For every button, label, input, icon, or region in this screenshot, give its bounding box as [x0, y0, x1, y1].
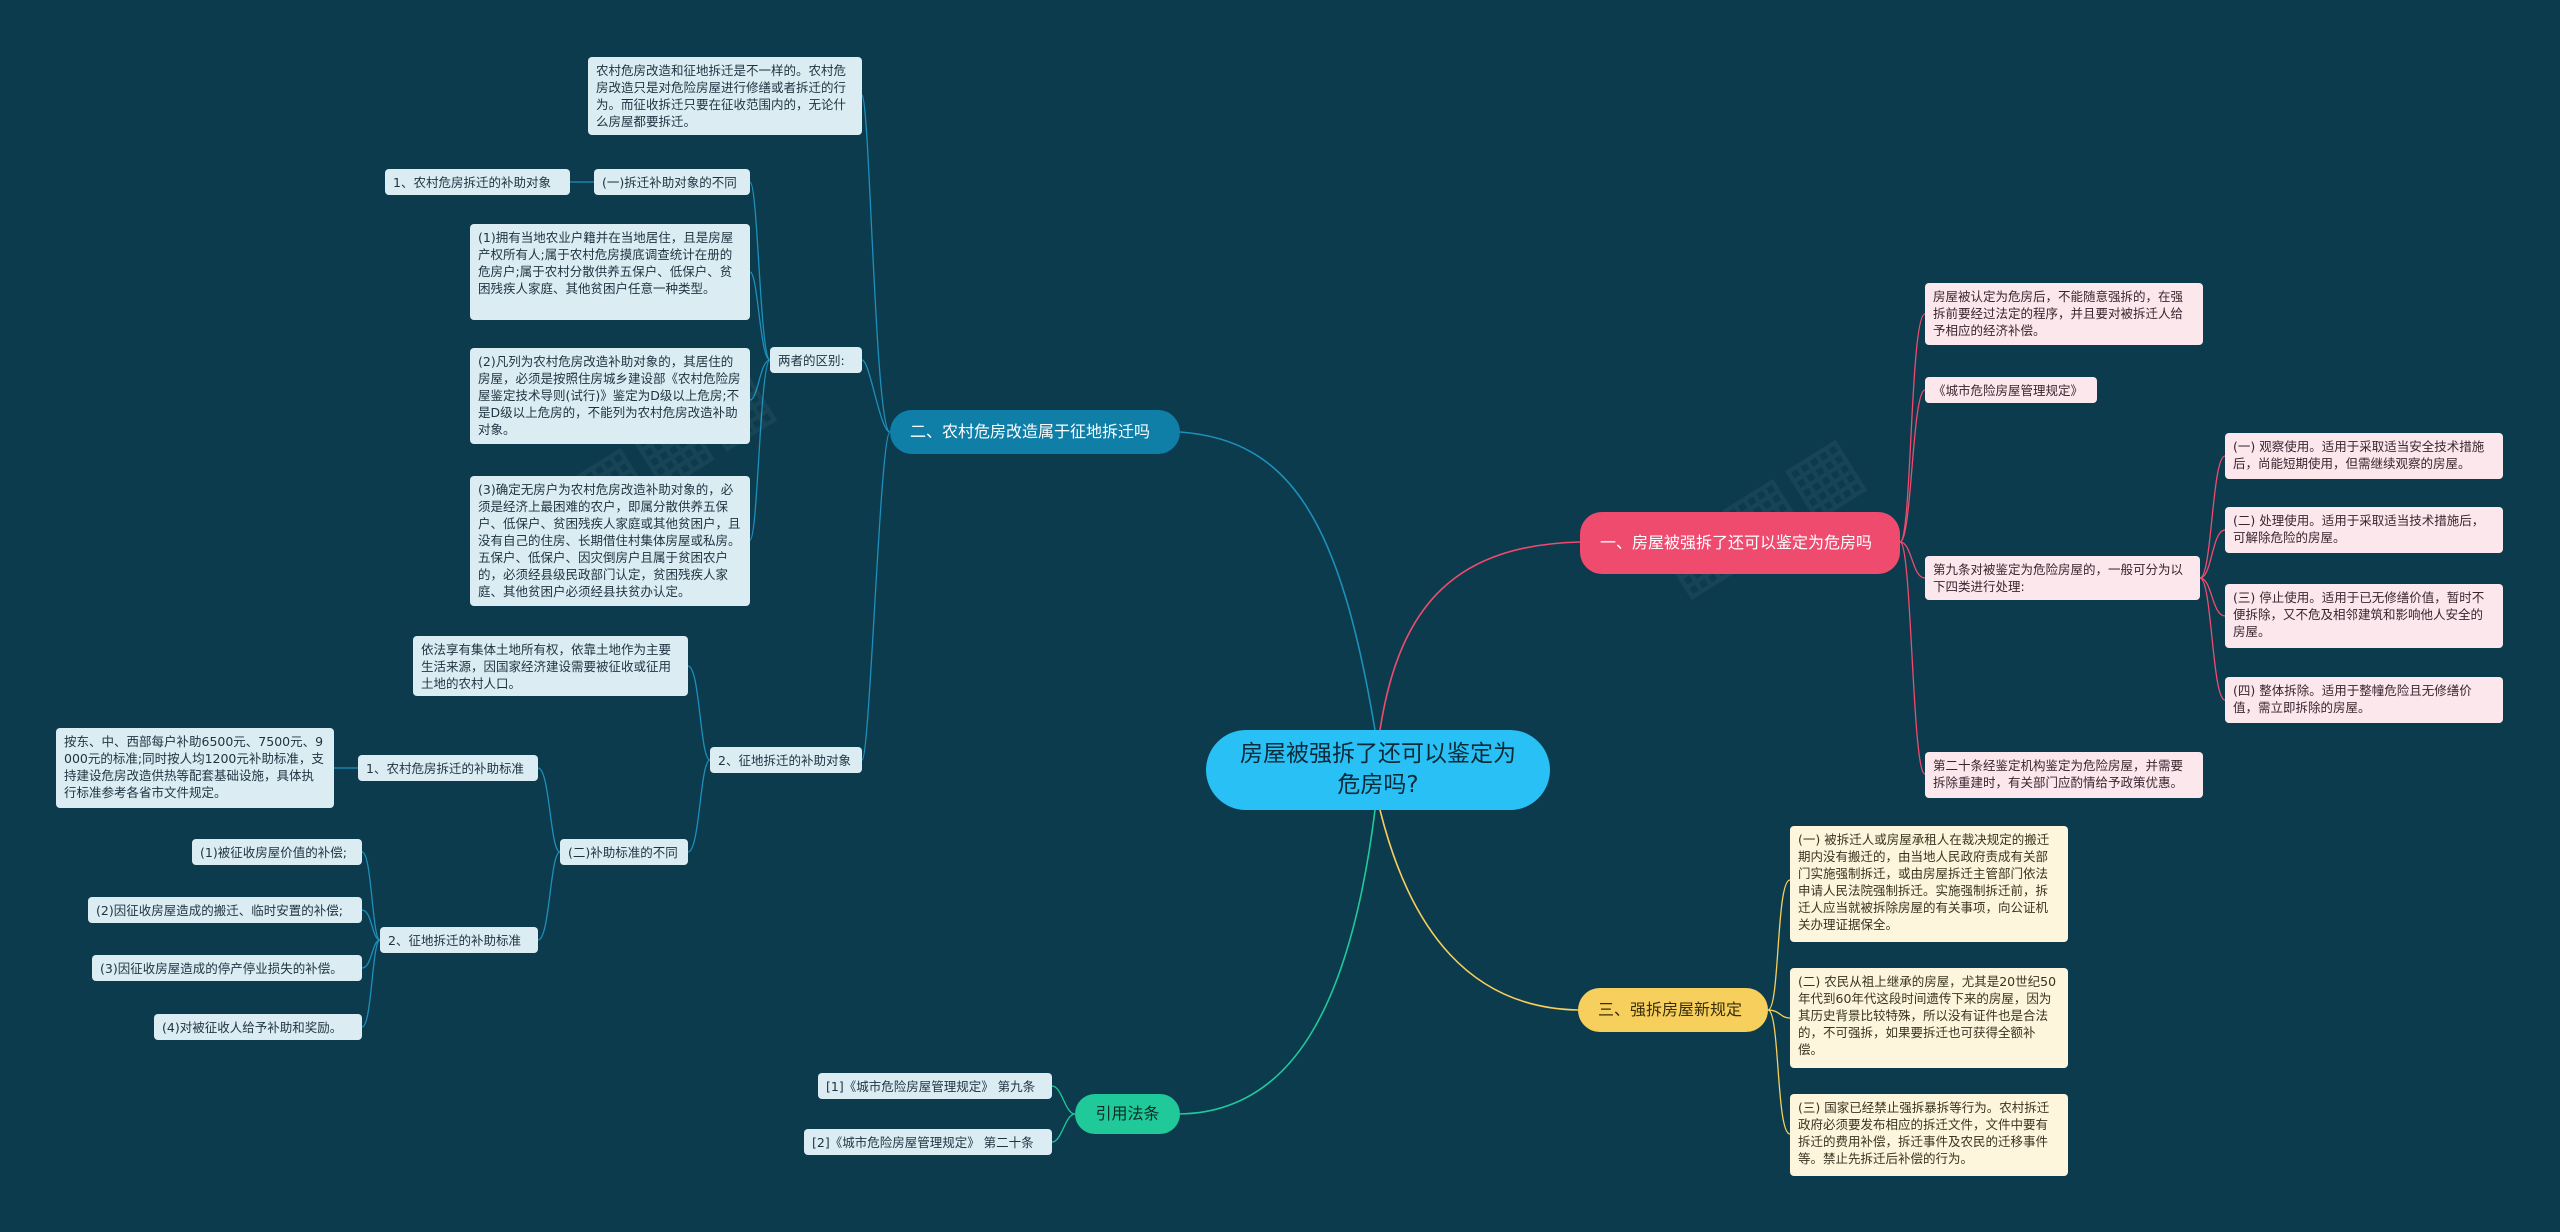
node-diff-item1[interactable]: 1、农村危房拆迁的补助对象	[385, 169, 570, 195]
node-b1-s2[interactable]: (二) 处理使用。适用于采取适当技术措施后，可解除危险的房屋。	[2225, 507, 2503, 553]
link-b2-difflabel	[861, 359, 891, 433]
node-b3-r2[interactable]: (二) 农民从祖上继承的房屋，尤其是20世纪50年代到60年代这段时间遗传下来的…	[1790, 968, 2068, 1068]
branch-new-regulations[interactable]: 三、强拆房屋新规定	[1578, 988, 1768, 1032]
link-c2	[361, 909, 381, 941]
link-n3-s1	[2199, 455, 2226, 579]
node-p2[interactable]: (2)凡列为农村危房改造补助对象的，其居住的房屋，必须是按照住房城乡建设部《农村…	[470, 348, 750, 444]
node-p1[interactable]: (1)拥有当地农业户籍并在当地居住，且是房屋产权所有人;属于农村危房摸底调查统计…	[470, 224, 750, 320]
node-expro-label[interactable]: 2、征地拆迁的补助对象	[710, 747, 862, 773]
link-center-b1	[1379, 541, 1581, 731]
link-diff-p1	[749, 271, 771, 361]
node-p3[interactable]: (3)确定无房户为农村危房改造补助对象的，必须是经济上最困难的农户，即属分散供养…	[470, 476, 750, 606]
link-diff-p3	[749, 359, 771, 541]
link-std-expro	[537, 851, 561, 941]
node-std-rural-text[interactable]: 按东、中、西部每户补助6500元、7500元、9000元的标准;同时按人均120…	[56, 728, 334, 808]
link-c1	[361, 851, 381, 941]
node-b3-r1[interactable]: (一) 被拆迁人或房屋承租人在裁决规定的搬迁期内没有搬迁的，由当地人民政府责成有…	[1790, 826, 2068, 942]
link-b3-r2	[1767, 1009, 1791, 1019]
node-c2[interactable]: (2)因征收房屋造成的搬迁、临时安置的补偿;	[88, 897, 362, 923]
node-b1-s1[interactable]: (一) 观察使用。适用于采取适当安全技术措施后，尚能短期使用，但需继续观察的房屋…	[2225, 433, 2503, 479]
node-b1-n3[interactable]: 第九条对被鉴定为危险房屋的，一般可分为以下四类进行处理:	[1925, 556, 2200, 600]
link-b2-intro	[861, 94, 891, 433]
node-std-expro[interactable]: 2、征地拆迁的补助标准	[380, 927, 538, 953]
link-b4-l2	[1051, 1113, 1076, 1143]
node-b4-l1[interactable]: [1]《城市危险房屋管理规定》 第九条	[818, 1073, 1052, 1099]
node-b4-l2[interactable]: [2]《城市危险房屋管理规定》 第二十条	[804, 1129, 1052, 1155]
node-b1-s3[interactable]: (三) 停止使用。适用于已无修缮价值，暂时不便拆除，又不危及相邻建筑和影响他人安…	[2225, 584, 2503, 648]
link-std-rural	[537, 767, 561, 853]
link-n3-s4	[2199, 577, 2226, 701]
node-c1[interactable]: (1)被征收房屋价值的补偿;	[192, 839, 362, 865]
node-c3[interactable]: (3)因征收房屋造成的停产停业损失的补偿。	[92, 955, 362, 981]
node-std-group[interactable]: (二)补助标准的不同	[560, 839, 688, 865]
node-b1-s4[interactable]: (四) 整体拆除。适用于整幢危险且无修缮价值，需立即拆除的房屋。	[2225, 677, 2503, 723]
link-b1-n4	[1899, 541, 1926, 775]
link-center-b3	[1379, 809, 1579, 1011]
node-diff-label[interactable]: 两者的区别:	[770, 347, 862, 373]
link-b1-n2	[1899, 389, 1926, 543]
link-b1-n1	[1899, 313, 1926, 543]
link-center-b2	[1179, 431, 1376, 731]
node-b3-r3[interactable]: (三) 国家已经禁止强拆暴拆等行为。农村拆迁政府必须要发布相应的拆迁文件，文件中…	[1790, 1094, 2068, 1176]
node-c4[interactable]: (4)对被征收人给予补助和奖励。	[154, 1014, 362, 1040]
link-n3-s2	[2199, 529, 2226, 579]
link-expro-text	[687, 665, 711, 761]
branch-forced-demolition-appraisal[interactable]: 一、房屋被强拆了还可以鉴定为危房吗	[1580, 512, 1900, 574]
link-diff-group	[749, 181, 771, 361]
link-diff-p2	[749, 359, 771, 401]
branch-cited-laws[interactable]: 引用法条	[1075, 1094, 1180, 1134]
link-b1-n3	[1899, 541, 1926, 579]
link-c4	[361, 939, 381, 1028]
branch-rural-renovation[interactable]: 二、农村危房改造属于征地拆迁吗	[890, 410, 1180, 454]
node-expro-text[interactable]: 依法享有集体土地所有权，依靠土地作为主要生活来源，因国家经济建设需要被征收或征用…	[413, 636, 688, 696]
link-b3-r1	[1767, 879, 1791, 1011]
node-b1-n1[interactable]: 房屋被认定为危房后，不能随意强拆的，在强拆前要经过法定的程序，并且要对被拆迁人给…	[1925, 283, 2203, 345]
center-topic[interactable]: 房屋被强拆了还可以鉴定为危房吗?	[1206, 730, 1550, 810]
node-b1-n4[interactable]: 第二十条经鉴定机构鉴定为危险房屋，并需要拆除重建时，有关部门应酌情给予政策优惠。	[1925, 752, 2203, 798]
link-b2-expro	[861, 431, 891, 761]
node-b1-n2[interactable]: 《城市危险房屋管理规定》	[1925, 377, 2097, 403]
link-b3-r3	[1767, 1009, 1791, 1135]
link-b4-l1	[1051, 1085, 1076, 1115]
node-std-rural[interactable]: 1、农村危房拆迁的补助标准	[358, 755, 538, 781]
node-diff-group[interactable]: (一)拆迁补助对象的不同	[594, 169, 750, 195]
link-expro-std	[687, 759, 711, 853]
link-n3-s3	[2199, 577, 2226, 617]
node-intro[interactable]: 农村危房改造和征地拆迁是不一样的。农村危房改造只是对危险房屋进行修缮或者拆迁的行…	[588, 57, 862, 135]
link-center-b4	[1179, 809, 1376, 1115]
